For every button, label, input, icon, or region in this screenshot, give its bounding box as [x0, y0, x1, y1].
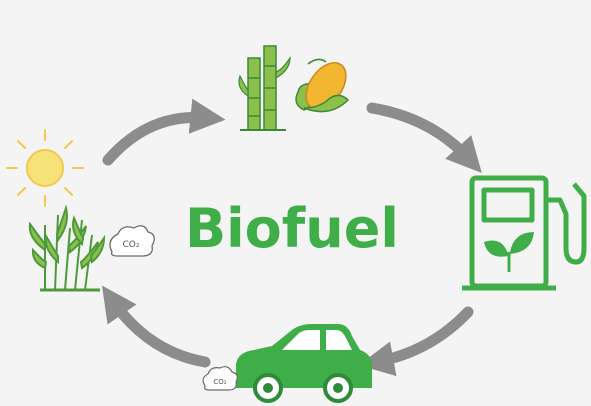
- arrow-pump-to-car: [358, 306, 474, 377]
- co2-cloud-left-icon: CO₂: [109, 225, 155, 257]
- arrow-car-to-plants: [101, 285, 211, 368]
- co2-left-label: CO₂: [123, 240, 140, 250]
- corn-cob-icon: [295, 58, 350, 113]
- corn-plants-icon: [28, 204, 106, 292]
- co2-cloud-bottom-icon: CO₂: [202, 366, 238, 391]
- fuel-pump-icon: [462, 175, 587, 291]
- car-icon: [236, 324, 372, 403]
- diagram-title: Biofuel: [185, 197, 399, 260]
- sugarcane-icon: [238, 45, 291, 131]
- arrow-crops-to-pump: [366, 102, 482, 174]
- arrow-sun-to-crops: [102, 98, 226, 166]
- co2-bottom-label: CO₂: [213, 378, 226, 386]
- sun-icon: [6, 129, 84, 207]
- leaf-sprout-icon: [484, 232, 534, 272]
